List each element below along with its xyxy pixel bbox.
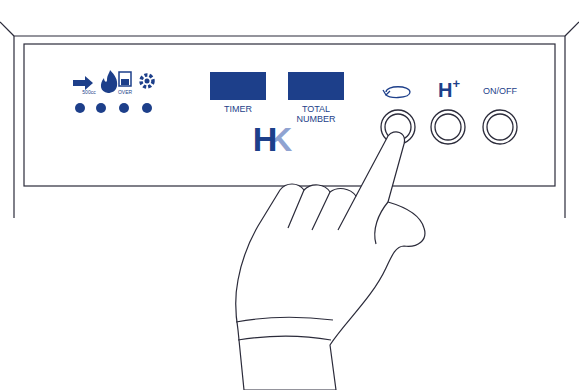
level-fill [121, 79, 129, 85]
housing-edge [13, 36, 14, 218]
level-icon [119, 72, 131, 86]
power-button [483, 110, 517, 144]
heat-letter: H [438, 80, 452, 100]
hand [236, 132, 425, 390]
display-caption: TIMER [210, 104, 266, 114]
volume-tag: 500cc [80, 90, 98, 95]
display-caption: ON/OFF [476, 86, 524, 96]
reset-arrowhead [383, 90, 390, 95]
housing-edge [564, 36, 565, 218]
overflow-tag: OVER [117, 90, 133, 95]
led-display [288, 72, 344, 100]
heat-button-cap [435, 114, 461, 140]
housing-edge [565, 22, 579, 36]
gear-icon [141, 75, 153, 87]
display-window: TIMER [210, 72, 266, 114]
housing-edge [14, 35, 565, 36]
wristband [236, 317, 333, 340]
status-led [96, 103, 106, 113]
button-label: ON/OFF [476, 86, 524, 96]
status-led [75, 103, 85, 113]
display-caption: TOTAL NUMBER [288, 104, 344, 125]
status-led [119, 103, 129, 113]
panel-face [24, 44, 555, 186]
housing-edge [0, 22, 14, 36]
heat-plus: + [452, 77, 460, 90]
flame-icon [101, 70, 117, 93]
display-window: TOTAL NUMBER [288, 72, 344, 125]
led-display [210, 72, 266, 100]
heat-button [431, 110, 465, 144]
water-arrow-icon [73, 76, 93, 90]
finger-lines [288, 190, 388, 244]
logo-letter: H [252, 122, 278, 156]
power-button-cap [487, 114, 513, 140]
button-label: H+ [432, 80, 466, 100]
status-led [142, 103, 152, 113]
gear-hub [145, 79, 150, 84]
